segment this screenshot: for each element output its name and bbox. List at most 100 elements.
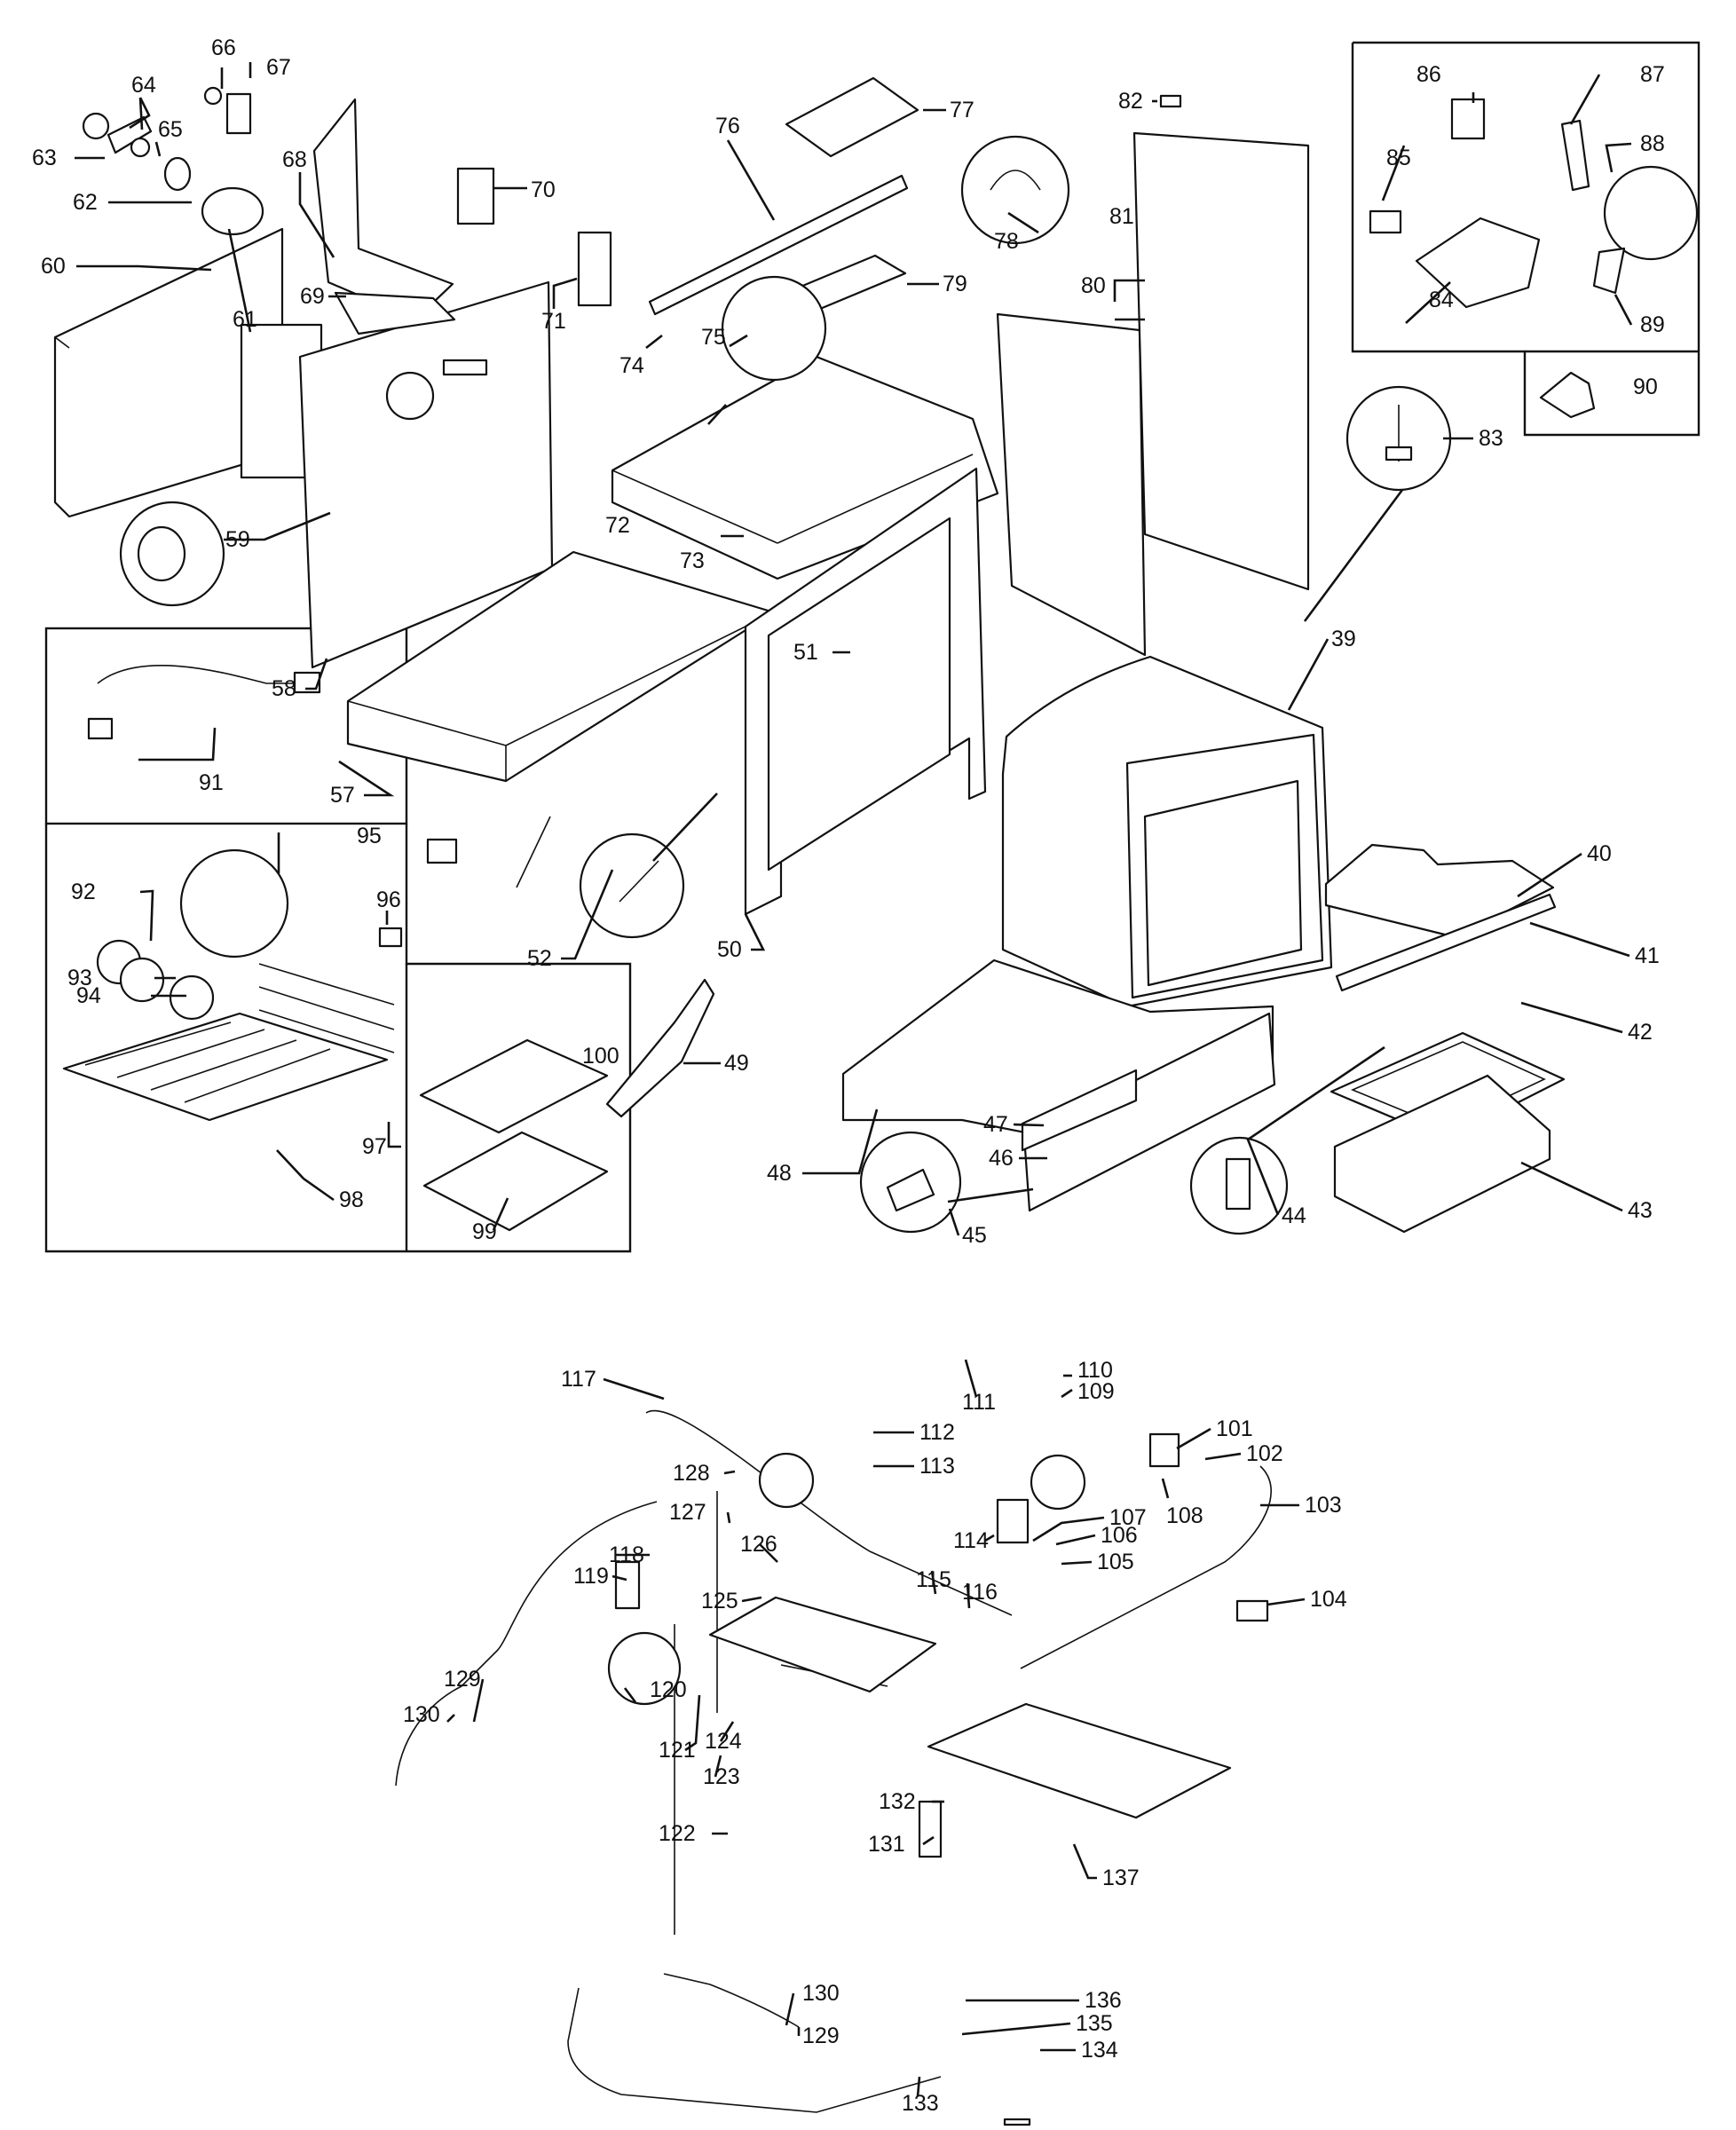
knob: [82, 112, 110, 140]
callout-89: 89: [1640, 312, 1665, 337]
clip-detail-circle-2: [179, 848, 289, 958]
callout-124: 124: [705, 1729, 742, 1754]
callout-74: 74: [619, 353, 644, 378]
callout-117: 117: [561, 1367, 596, 1392]
callout-50: 50: [717, 937, 742, 962]
callout-78: 78: [994, 229, 1019, 254]
callout-46: 46: [989, 1146, 1014, 1171]
callout-67: 67: [266, 55, 291, 80]
bezel-ring: [119, 957, 165, 1003]
callout-113: 113: [919, 1454, 955, 1479]
callout-97: 97: [362, 1134, 387, 1159]
callout-110: 110: [1077, 1358, 1113, 1383]
right-inner-panel: [996, 312, 1147, 657]
callout-63: 63: [32, 146, 57, 170]
callout-86: 86: [1416, 62, 1441, 87]
callout-87: 87: [1640, 62, 1665, 87]
callout-96: 96: [376, 888, 401, 912]
screw-detail-circle: [579, 832, 685, 939]
callout-101: 101: [1216, 1416, 1253, 1441]
burner-baffle: [927, 1702, 1232, 1819]
door-hinge: [605, 978, 715, 1118]
callout-100: 100: [582, 1044, 619, 1069]
callout-137: 137: [1102, 1866, 1140, 1890]
callout-62: 62: [73, 190, 98, 215]
callout-71: 71: [541, 309, 566, 334]
pilot-tube: [567, 1987, 942, 2113]
callout-105: 105: [1097, 1550, 1134, 1574]
regulator: [758, 1452, 815, 1509]
roller-detail-circle: [1603, 165, 1699, 261]
callout-94: 94: [76, 983, 101, 1008]
burner-valve: [1148, 1432, 1180, 1468]
callout-130-lower: 130: [802, 1981, 840, 2006]
leader-lines: [75, 62, 1633, 2097]
kick-liner: [1021, 1069, 1138, 1152]
latch-solenoid: [1450, 98, 1486, 140]
callout-44: 44: [1282, 1203, 1306, 1228]
callout-84: 84: [1429, 288, 1454, 312]
callout-116: 116: [962, 1580, 998, 1605]
callout-107: 107: [1109, 1505, 1147, 1530]
callout-106: 106: [1101, 1523, 1138, 1548]
callout-51: 51: [793, 640, 818, 665]
callout-61: 61: [233, 307, 257, 332]
clamp-detail-circle: [960, 135, 1070, 245]
callout-72: 72: [605, 513, 630, 538]
callout-129-upper: 129: [444, 1667, 481, 1692]
thermostat: [1030, 1454, 1086, 1511]
rack-support: [258, 963, 395, 1053]
callout-numbers: 39 40 41 42 43 44 45 46 47 48 49 50 51 5…: [32, 36, 1665, 2116]
knob-plate: [107, 115, 153, 154]
callout-49: 49: [724, 1051, 749, 1076]
latch-lever: [1592, 247, 1626, 295]
oven-pilot: [614, 1560, 641, 1610]
callout-66: 66: [211, 36, 236, 60]
callout-70: 70: [531, 178, 556, 202]
door-switch: [426, 838, 458, 864]
callout-52: 52: [527, 946, 552, 971]
callout-69: 69: [300, 284, 325, 309]
callout-136: 136: [1085, 1988, 1122, 2013]
terminal-block: [577, 231, 612, 307]
door-latch-inset-frame: [1351, 41, 1700, 437]
door-spring: [516, 816, 551, 888]
safety-valve-wheel: [607, 1631, 682, 1706]
callout-98: 98: [339, 1187, 364, 1212]
manifold-clip: [1003, 2118, 1031, 2126]
callout-128: 128: [673, 1461, 710, 1486]
callout-41: 41: [1635, 943, 1660, 968]
callout-43: 43: [1628, 1198, 1653, 1223]
callout-95: 95: [357, 824, 382, 848]
tubing-loop: [674, 1491, 718, 1935]
callout-127: 127: [669, 1500, 706, 1525]
callout-77: 77: [950, 98, 975, 122]
callout-85: 85: [1386, 146, 1411, 170]
callout-121: 121: [659, 1738, 696, 1763]
callout-39: 39: [1331, 627, 1356, 651]
cylinder-part: [201, 186, 264, 236]
callout-65: 65: [158, 117, 183, 142]
callout-60: 60: [41, 254, 66, 279]
callout-83: 83: [1479, 426, 1503, 451]
latch-arm: [1560, 119, 1590, 192]
callout-57: 57: [330, 783, 355, 808]
heat-shield: [785, 76, 919, 158]
main-gas-tube: [645, 1409, 1013, 1616]
bulb: [163, 156, 192, 192]
power-cord: [97, 665, 302, 684]
callout-91: 91: [199, 770, 224, 795]
callout-68: 68: [282, 147, 307, 172]
callout-118: 118: [609, 1542, 644, 1567]
callout-120: 120: [650, 1677, 687, 1702]
vent-duct: [312, 98, 454, 321]
callout-133: 133: [902, 2091, 939, 2116]
rack-clip: [378, 927, 403, 948]
callout-92: 92: [71, 880, 96, 904]
callout-130-upper: 130: [403, 1702, 440, 1727]
callout-125: 125: [701, 1589, 738, 1613]
callout-42: 42: [1628, 1020, 1653, 1045]
callout-45: 45: [962, 1223, 987, 1248]
callout-102: 102: [1246, 1441, 1283, 1466]
